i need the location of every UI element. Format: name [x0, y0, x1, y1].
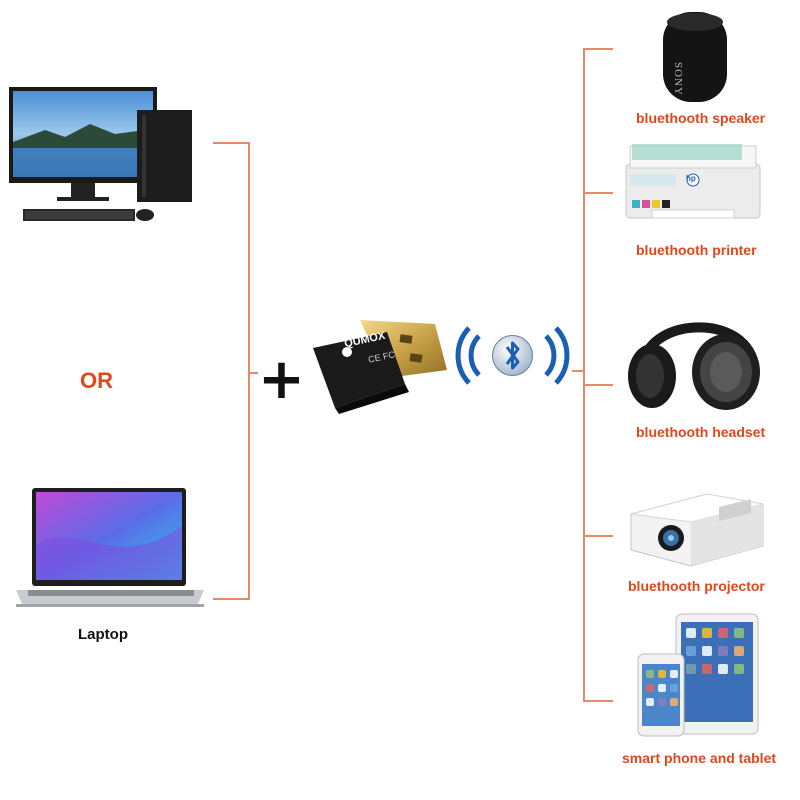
left-bracket-top	[213, 142, 249, 144]
right-bracket-projector	[583, 535, 613, 537]
laptop-label: Laptop	[78, 626, 128, 643]
right-bracket-headset	[583, 384, 613, 386]
headset-icon	[628, 322, 760, 410]
or-label: OR	[80, 368, 113, 393]
phone-tablet-icon	[637, 613, 759, 737]
plus-sign: +	[258, 347, 305, 412]
phone-tablet-label: smart phone and tablet	[622, 750, 777, 766]
speaker-icon	[663, 12, 727, 102]
left-bracket-middle	[248, 372, 258, 374]
right-bracket-phone	[583, 700, 613, 702]
projector-label: bluethooth projector	[628, 578, 765, 594]
desktop-computer-icon	[9, 87, 192, 221]
left-bracket-bottom	[213, 598, 249, 600]
bluetooth-dongle-icon	[313, 320, 447, 414]
bluetooth-signal-icon	[455, 326, 570, 385]
laptop-icon	[16, 488, 204, 607]
speaker-brand: SONY	[672, 62, 684, 96]
right-bracket-vertical	[583, 48, 585, 701]
printer-label: bluethooth printer	[636, 242, 757, 258]
right-bracket-speaker	[583, 48, 613, 50]
printer-icon	[625, 144, 761, 219]
printer-brand: hp	[686, 174, 696, 183]
right-bracket-printer	[583, 192, 613, 194]
projector-icon	[630, 493, 764, 567]
headset-label: bluethooth headset	[636, 424, 766, 440]
right-bracket-center	[572, 370, 584, 372]
speaker-label: bluethooth speaker	[636, 110, 766, 126]
left-bracket-vertical	[248, 142, 250, 600]
